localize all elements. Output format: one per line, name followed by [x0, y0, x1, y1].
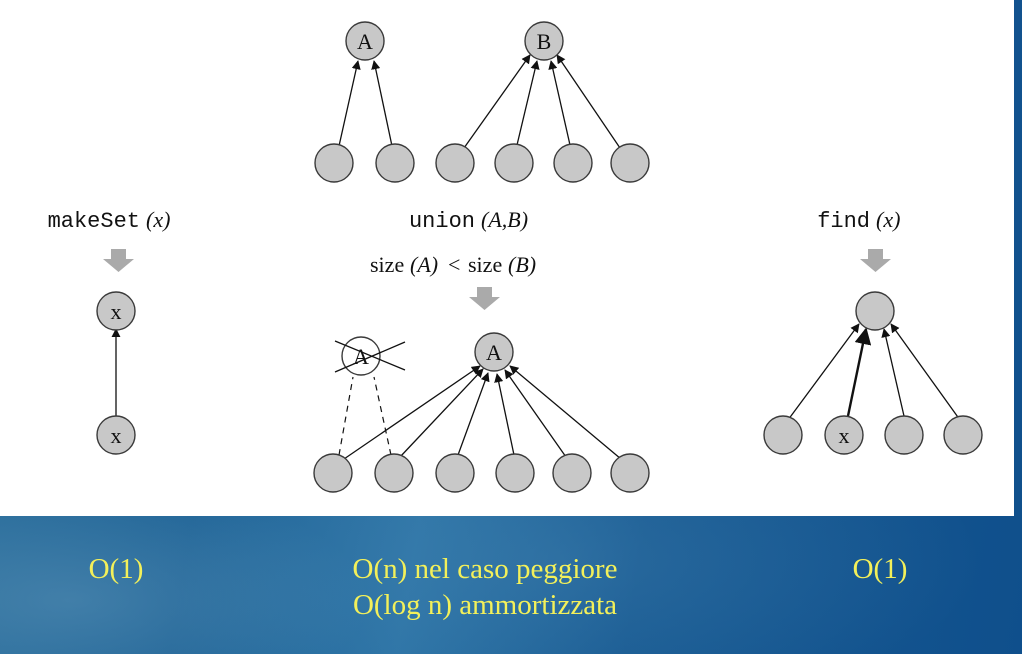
find-child	[884, 415, 924, 455]
edge	[516, 60, 540, 146]
edge	[548, 60, 571, 146]
tree-b: B	[435, 21, 650, 183]
union-child	[435, 453, 475, 493]
cond-arg-a: (A)	[410, 252, 438, 277]
cond-lt: <	[448, 252, 460, 277]
edge	[338, 60, 361, 147]
find-label: find	[817, 209, 870, 234]
tree-b-child	[553, 143, 593, 183]
down-arrow-icon	[860, 249, 891, 272]
tree-a-child	[375, 143, 415, 183]
makeset-node	[96, 415, 136, 455]
union-child	[374, 453, 414, 493]
down-arrow-icon	[103, 249, 134, 272]
strike-line	[334, 340, 406, 371]
find-arg: (x)	[876, 207, 900, 232]
edge	[494, 373, 515, 456]
tree-a-root-label: A	[357, 29, 373, 54]
tree-b-child	[494, 143, 534, 183]
dashed-edge	[338, 376, 354, 456]
edge	[890, 323, 961, 421]
makeset-root-label: x	[111, 299, 122, 324]
edge	[399, 368, 484, 458]
union-child	[552, 453, 592, 493]
strike-line	[334, 341, 406, 373]
edge	[881, 328, 905, 417]
union-child	[495, 453, 535, 493]
tree-a-root	[345, 21, 385, 61]
edge	[509, 365, 622, 460]
cond-arg-b: (B)	[508, 252, 536, 277]
edge	[787, 323, 860, 421]
union-child	[610, 453, 650, 493]
union-root-label: A	[486, 340, 502, 365]
edge	[463, 54, 531, 149]
tree-a: A	[314, 21, 415, 183]
makeset-tree: x x	[96, 291, 136, 455]
union-complexity-amortized: O(log n) ammortizzata	[352, 589, 618, 621]
cond-size-a: size	[370, 252, 404, 277]
tree-b-root	[524, 21, 564, 61]
edge	[457, 372, 490, 456]
find-leaf-label: x	[839, 423, 850, 448]
makeset-label: makeSet	[48, 209, 140, 234]
edge-bold	[846, 327, 872, 417]
union-child	[313, 453, 353, 493]
makeset-node-label: x	[111, 423, 122, 448]
edge	[556, 54, 621, 149]
tree-b-root-label: B	[537, 29, 552, 54]
edge	[343, 365, 481, 460]
find-child	[943, 415, 983, 455]
union-result-tree: A A	[313, 332, 650, 493]
tree-a-child	[314, 143, 354, 183]
find-complexity: O(1)	[852, 553, 908, 585]
tree-b-child	[610, 143, 650, 183]
edge	[371, 60, 393, 147]
makeset-root	[96, 291, 136, 331]
find-tree: x	[763, 291, 983, 455]
find-child-x	[824, 415, 864, 455]
union-arg: (A,B)	[481, 207, 528, 232]
union-root	[474, 332, 514, 372]
old-root-label: A	[353, 344, 369, 369]
union-find-diagram: A B makeSet (x) union (A,B) size (A) < s…	[48, 21, 983, 493]
edge	[504, 369, 567, 458]
cond-size-b: size	[468, 252, 502, 277]
find-root	[855, 291, 895, 331]
makeset-complexity: O(1)	[88, 553, 144, 585]
union-label: union	[409, 209, 475, 234]
union-condition: size (A) < size (B)	[370, 252, 536, 277]
tree-b-child	[435, 143, 475, 183]
down-arrow-icon	[469, 287, 500, 310]
find-child	[763, 415, 803, 455]
union-complexity-worst: O(n) nel caso peggiore	[352, 553, 618, 585]
makeset-arg: (x)	[146, 207, 170, 232]
dashed-edge	[373, 376, 392, 456]
